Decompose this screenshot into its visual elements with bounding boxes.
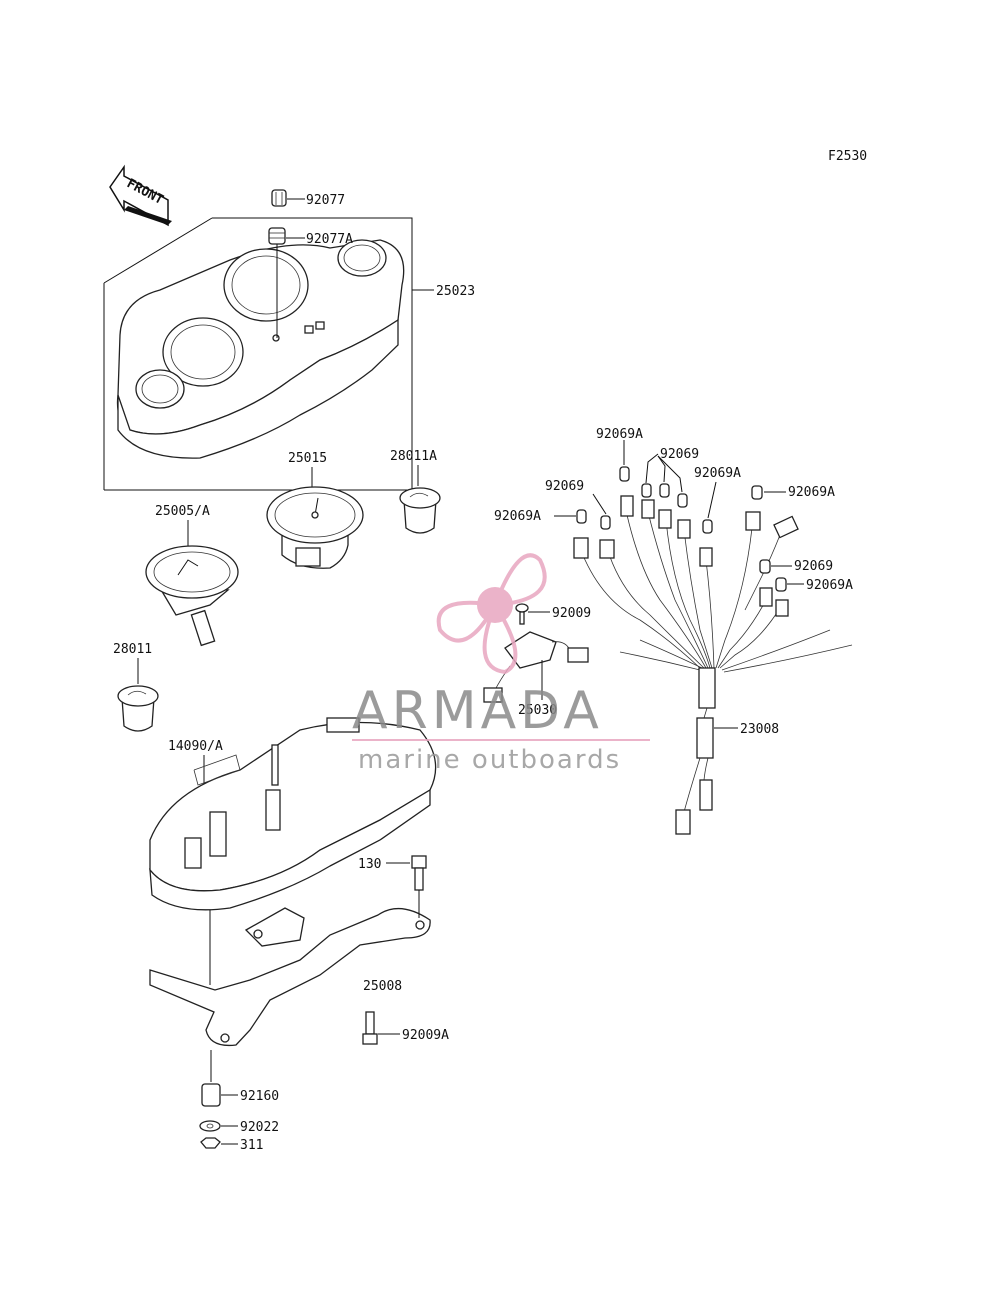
part-label-14090: 14090/A (168, 739, 223, 754)
bolt-130: 130 (358, 855, 427, 918)
wire-harness-23008: 23008 (573, 495, 853, 835)
part-label-92069-2: 92069 (660, 447, 699, 462)
part-label-92160: 92160 (240, 1089, 279, 1104)
part-label-130: 130 (358, 857, 381, 872)
part-label-92069-3: 92069 (794, 559, 833, 574)
watermark-brand: ARMADA (352, 681, 603, 741)
bracket-25008: 25008 (149, 907, 431, 1047)
bulb-92069-1: 92069 (545, 479, 611, 530)
armada-watermark: ARMADA marine outboards (352, 553, 650, 775)
bulb-92069A-3: 92069A (751, 485, 835, 500)
part-label-92077: 92077 (306, 193, 345, 208)
bulb-92069A-1: 92069A (596, 427, 643, 482)
bulb-92069-2: 92069 (641, 447, 699, 508)
watermark-tagline: marine outboards (358, 745, 621, 775)
part-label-92069A-4: 92069A (494, 509, 541, 524)
screw-92009: 92009 (515, 603, 591, 625)
figure-code: F2530 (828, 149, 867, 164)
part-label-25023: 25023 (436, 284, 475, 299)
bolt-92009A: 92009A (362, 1011, 449, 1045)
meter-housing-25023: 25023 (103, 217, 475, 491)
part-label-25008: 25008 (363, 979, 402, 994)
part-label-23008: 23008 (740, 722, 779, 737)
cap-92077: 92077 (271, 189, 345, 208)
nut-311: 311 (200, 1137, 263, 1153)
part-label-25030: 25030 (518, 703, 557, 718)
part-label-92069A-1: 92069A (596, 427, 643, 442)
bulb-92069-3: 92069 (759, 559, 833, 574)
socket-28011A: 28011A (390, 449, 441, 534)
gauge-25015: 25015 (266, 451, 364, 569)
part-label-92069A-5: 92069A (806, 578, 853, 593)
part-label-28011A: 28011A (390, 449, 437, 464)
part-label-92069A-2: 92069A (694, 466, 741, 481)
grommet-92077A: 92077A (268, 227, 353, 338)
damper-92160: 92160 (201, 1083, 279, 1107)
part-label-92077A: 92077A (306, 232, 353, 247)
part-label-28011: 28011 (113, 642, 152, 657)
part-label-92022: 92022 (240, 1120, 279, 1135)
bulb-92069A-4: 92069A (494, 509, 587, 524)
part-label-25005: 25005/A (155, 504, 210, 519)
bulb-92069A-5: 92069A (775, 577, 853, 593)
part-label-92009: 92009 (552, 606, 591, 621)
washer-92022: 92022 (199, 1120, 279, 1135)
part-label-92069A-3: 92069A (788, 485, 835, 500)
propeller-logo-icon (436, 553, 547, 675)
socket-28011: 28011 (113, 642, 159, 732)
bulb-92069A-2: 92069A (694, 466, 741, 534)
part-label-25015: 25015 (288, 451, 327, 466)
part-label-92009A: 92009A (402, 1028, 449, 1043)
front-arrow-icon: FRONT (109, 164, 172, 227)
part-label-92069-1: 92069 (545, 479, 584, 494)
part-label-311: 311 (240, 1138, 263, 1153)
gauge-25005: 25005/A (145, 504, 239, 647)
meter-case-14090: 14090/A (149, 717, 437, 911)
